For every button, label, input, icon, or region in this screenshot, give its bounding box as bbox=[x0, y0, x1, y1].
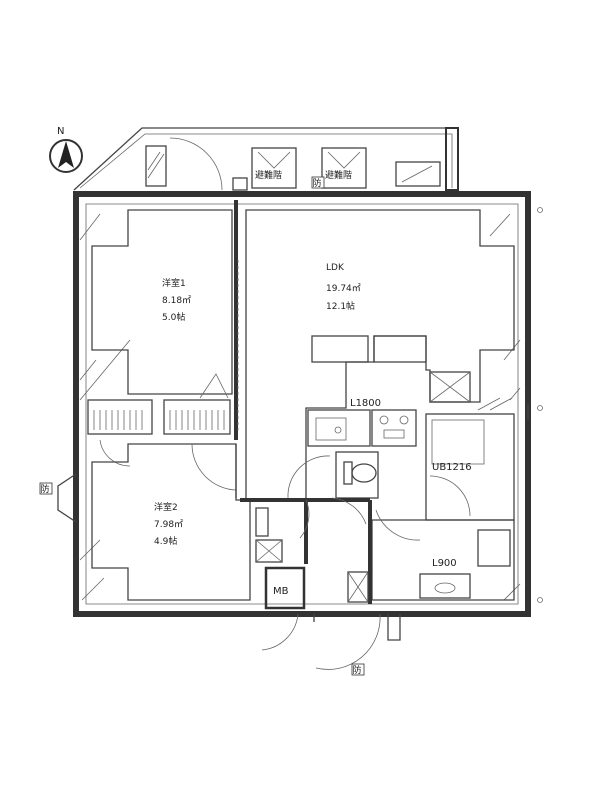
kitchen-counter-left bbox=[311, 335, 369, 363]
north-label: N bbox=[57, 126, 64, 137]
evacuation-hatch-left bbox=[251, 147, 297, 189]
sink-hatch bbox=[401, 165, 433, 183]
bedroom2-room: 洋室2 7.98㎡ 4.9帖 bbox=[91, 443, 251, 601]
bedroom2-name: 洋室2 bbox=[154, 501, 178, 513]
compass-circle bbox=[49, 139, 83, 173]
right-marker-mid bbox=[537, 405, 543, 411]
fridge-space-cross bbox=[429, 371, 471, 403]
left-side: 防 bbox=[39, 473, 77, 523]
evacuation-hatch-right-mark bbox=[327, 151, 361, 169]
fire-mark-left bbox=[39, 482, 53, 495]
evacuation-hatch-left-mark bbox=[257, 151, 291, 169]
closet-hatch bbox=[93, 410, 225, 430]
fire-mark-balcony-text: 防 bbox=[313, 177, 322, 189]
closet-door-swing bbox=[199, 373, 229, 399]
mb-door-arc bbox=[261, 613, 299, 651]
left-window-bay bbox=[57, 473, 77, 523]
evacuation-hatch-right bbox=[321, 147, 367, 189]
washroom-door-arc bbox=[375, 509, 421, 541]
fire-mark-entrance-text: 防 bbox=[353, 664, 362, 676]
bedroom1-room: 洋室1 8.18㎡ 5.0帖 bbox=[91, 200, 238, 440]
meter-box bbox=[264, 566, 306, 610]
balcony-door-swing bbox=[169, 137, 223, 191]
bedroom1-name: 洋室1 bbox=[162, 277, 186, 289]
entrance: MB 防 bbox=[240, 497, 401, 676]
bedroom1-inner-outline bbox=[91, 209, 233, 395]
closet-right bbox=[163, 399, 231, 435]
stove-burner-right-icon bbox=[399, 415, 409, 425]
bath-door-arc bbox=[429, 475, 471, 517]
balcony-rail bbox=[79, 133, 453, 189]
toilet-bowl-icon bbox=[351, 463, 377, 483]
closet-door-arc bbox=[99, 439, 131, 467]
vanity-basin bbox=[434, 582, 456, 594]
stove-grill bbox=[383, 429, 405, 439]
bath-label: UB1216 bbox=[432, 462, 472, 473]
balcony-outdoor-unit bbox=[145, 145, 167, 187]
toilet-enclosure bbox=[335, 451, 379, 499]
bedroom2-tatami: 4.9帖 bbox=[154, 535, 177, 547]
toilet-room bbox=[287, 451, 379, 499]
ldk-name: LDK bbox=[326, 263, 345, 273]
fire-mark-left-text: 防 bbox=[41, 483, 50, 495]
kitchen-faucet bbox=[334, 426, 342, 434]
entry-closet-cross bbox=[347, 571, 369, 603]
balcony-rail-post bbox=[445, 127, 459, 191]
evacuation-hatch-left-label: 避難階 bbox=[255, 169, 282, 181]
closet-left bbox=[87, 399, 153, 435]
north-arrow-icon bbox=[58, 141, 74, 168]
kitchen-counter-right bbox=[373, 335, 427, 363]
outer-wall-inner-line bbox=[85, 203, 519, 605]
toilet-door-arc bbox=[287, 455, 331, 499]
hall-door-arc bbox=[299, 499, 310, 539]
right-side bbox=[527, 207, 543, 603]
kitchen-stove-unit bbox=[371, 409, 417, 447]
wall-hatch bbox=[79, 213, 521, 601]
meter-box-label: MB bbox=[273, 586, 289, 597]
right-marker-top bbox=[537, 207, 543, 213]
ldk-tatami: 12.1帖 bbox=[326, 300, 355, 312]
right-marker-bottom bbox=[537, 597, 543, 603]
toilet-tank bbox=[343, 461, 353, 485]
washroom: L900 bbox=[371, 509, 515, 601]
compass: N bbox=[49, 126, 83, 173]
balcony-door-fixture bbox=[232, 177, 248, 191]
ldk-inner-outline bbox=[245, 209, 515, 501]
fire-mark-entrance bbox=[351, 663, 365, 676]
closets bbox=[87, 373, 231, 467]
vanity-label: L900 bbox=[432, 558, 457, 569]
stove-burner-left-icon bbox=[379, 415, 389, 425]
entry-closet bbox=[347, 571, 369, 603]
ldk-room: LDK 19.74㎡ 12.1帖 L1800 bbox=[237, 209, 515, 501]
ldk-area: 19.74㎡ bbox=[326, 283, 361, 294]
hall-door-arc-2 bbox=[331, 497, 367, 525]
washer-pan bbox=[477, 529, 511, 567]
outer-walls bbox=[73, 191, 531, 617]
front-door-frame bbox=[313, 614, 401, 641]
outer-wall bbox=[73, 191, 531, 617]
hallway-wall bbox=[240, 498, 372, 604]
bath-wall-hatch bbox=[477, 397, 513, 411]
kitchen-sink-unit bbox=[307, 409, 371, 447]
shoe-cabinet bbox=[255, 507, 269, 537]
bedroom1-area: 8.18㎡ bbox=[162, 295, 191, 306]
fire-mark-balcony bbox=[311, 176, 325, 189]
kitchen-label: L1800 bbox=[350, 398, 381, 409]
bath-tub bbox=[431, 419, 485, 465]
bedroom2-door-arc bbox=[191, 443, 237, 491]
evacuation-hatch-right-label: 避難階 bbox=[325, 169, 352, 181]
bathroom: UB1216 bbox=[425, 397, 515, 521]
fridge-space bbox=[429, 371, 471, 403]
outdoor-unit-hatch bbox=[147, 151, 165, 179]
kitchen-sink-bowl bbox=[315, 417, 347, 441]
balcony-sink bbox=[395, 161, 441, 187]
bedroom2-area: 7.98㎡ bbox=[154, 519, 183, 530]
storage-box-cross bbox=[255, 539, 283, 563]
bedroom1-tatami: 5.0帖 bbox=[162, 311, 185, 323]
vanity-unit bbox=[419, 573, 471, 599]
balcony: 避難階 避難階 防 bbox=[73, 127, 459, 191]
front-door-arc bbox=[315, 613, 381, 670]
storage-box bbox=[255, 539, 283, 563]
